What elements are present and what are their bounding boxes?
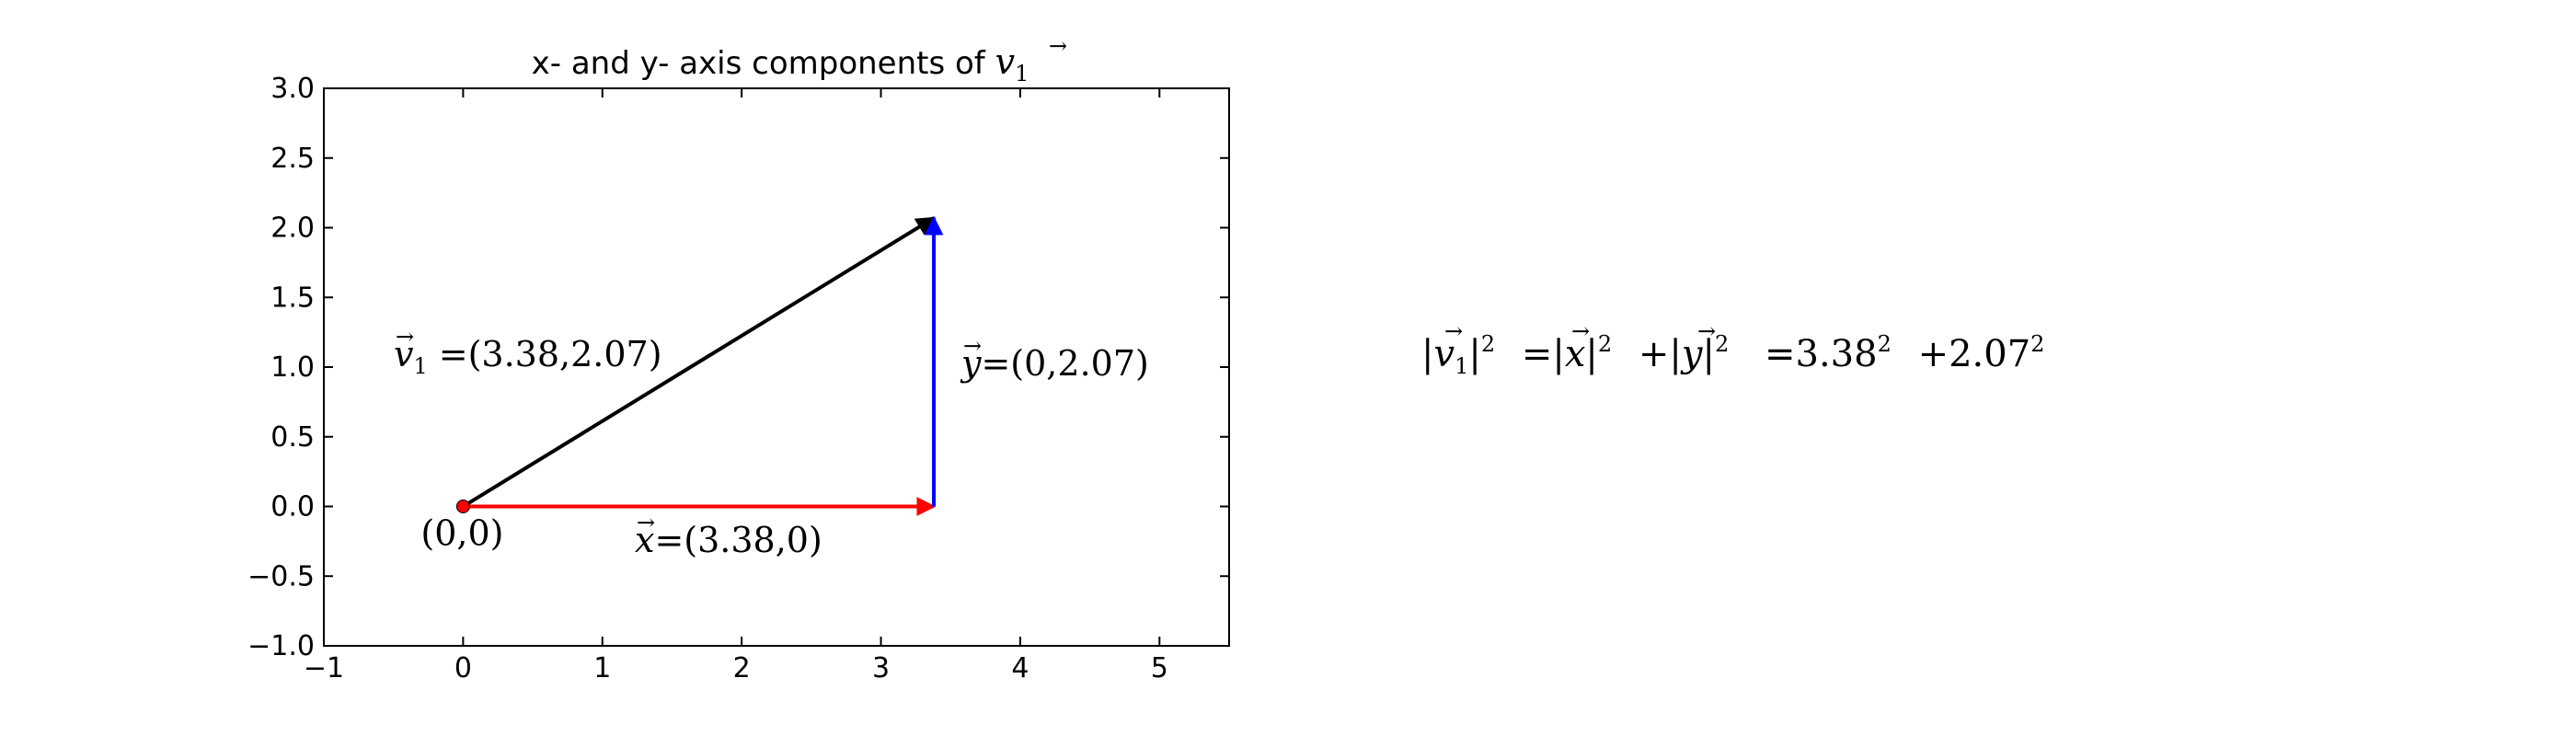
eq-bar-open-y: | <box>1669 333 1681 375</box>
magnitude-equation: |v1|2 =|x|2 +|y|2 =3.382 +2.072 →→→ <box>1421 318 2044 379</box>
eq-equals-2: = <box>1765 333 1796 375</box>
eq-num1: 3.38 <box>1796 333 1878 375</box>
label-vector-y-arrow: → <box>963 333 982 359</box>
y-tick-label: 1.0 <box>270 351 315 384</box>
y-tick-label: −0.5 <box>247 560 315 592</box>
label-vector-v1: v1=(3.38,2.07) <box>394 334 662 379</box>
title-math-v: v <box>995 41 1016 82</box>
x-tick-label: 4 <box>1011 652 1029 684</box>
eq-num2: 2.07 <box>1949 333 2030 375</box>
eq-vector-arrow: → <box>1444 318 1463 344</box>
vector-v1 <box>462 216 936 509</box>
x-tick-label: 1 <box>593 652 611 684</box>
x-tick-label: 2 <box>733 652 751 684</box>
eq-lhs-sym: v <box>1433 333 1455 375</box>
eq-lhs-sub: 1 <box>1455 353 1468 379</box>
eq-bar-open-lhs: | <box>1421 333 1433 375</box>
y-tick-label: 0.0 <box>270 491 315 523</box>
eq-num1-exp: 2 <box>1878 331 1892 357</box>
eq-num2-exp: 2 <box>2030 331 2044 357</box>
svg-text:|v1|2 =|x|2 +|y|2: |v1|2 =|x|2 +|y|2 =3.382 +2.072 <box>1421 318 2044 379</box>
y-tick-label: 2.5 <box>270 143 315 175</box>
eq-vector-arrow: → <box>1571 318 1590 344</box>
eq-bar-close-y: | <box>1703 333 1715 375</box>
y-tick-label: 2.0 <box>270 213 315 245</box>
eq-bar-open-x: | <box>1552 333 1564 375</box>
eq-term1-sym: x <box>1565 333 1586 375</box>
eq-lhs-exp: 2 <box>1481 331 1495 357</box>
x-tick-label: −1 <box>304 652 344 684</box>
eq-plus-2: + <box>1918 333 1949 375</box>
vector-labels-group: v1=(3.38,2.07)→x=(3.38,0)→y=(0,2.07)→(0,… <box>394 324 1149 560</box>
x-tick-label: 0 <box>454 652 472 684</box>
y-tick-label: 1.5 <box>270 282 315 314</box>
eq-term2-sym: y <box>1680 333 1704 375</box>
ticks-group: −1 0 1 2 3 4 5 −1.0 −0.5 0.0 0.5 1.0 1.5 2.0 2.5 3.0 <box>247 73 1229 684</box>
x-tick-label: 5 <box>1151 652 1168 684</box>
eq-bar-close-lhs: | <box>1468 333 1480 375</box>
origin-label: (0,0) <box>420 513 503 554</box>
y-tick-label: 0.5 <box>270 421 315 454</box>
label-vector-y: y=(0,2.07) <box>960 343 1149 384</box>
label-vector-v1-arrow: → <box>396 324 414 350</box>
eq-equals-1: = <box>1522 333 1553 375</box>
label-vector-x: x=(3.38,0) <box>635 520 822 560</box>
label-vector-x-arrow: → <box>637 510 655 535</box>
chart-title: x- and y- axis components of v1 <box>532 41 1029 86</box>
eq-term1-exp: 2 <box>1598 331 1612 357</box>
vectors-group <box>455 215 944 516</box>
eq-plus: + <box>1639 333 1670 375</box>
x-tick-label: 3 <box>872 652 890 684</box>
eq-vector-arrow: → <box>1697 318 1716 344</box>
origin-point <box>455 500 470 513</box>
eq-term2-exp: 2 <box>1715 331 1729 357</box>
title-math-sub: 1 <box>1015 61 1029 86</box>
y-tick-label: 3.0 <box>270 73 315 105</box>
y-tick-label: −1.0 <box>247 630 315 662</box>
title-vector-arrow: → <box>1049 33 1067 59</box>
eq-bar-close-x: | <box>1585 333 1597 375</box>
